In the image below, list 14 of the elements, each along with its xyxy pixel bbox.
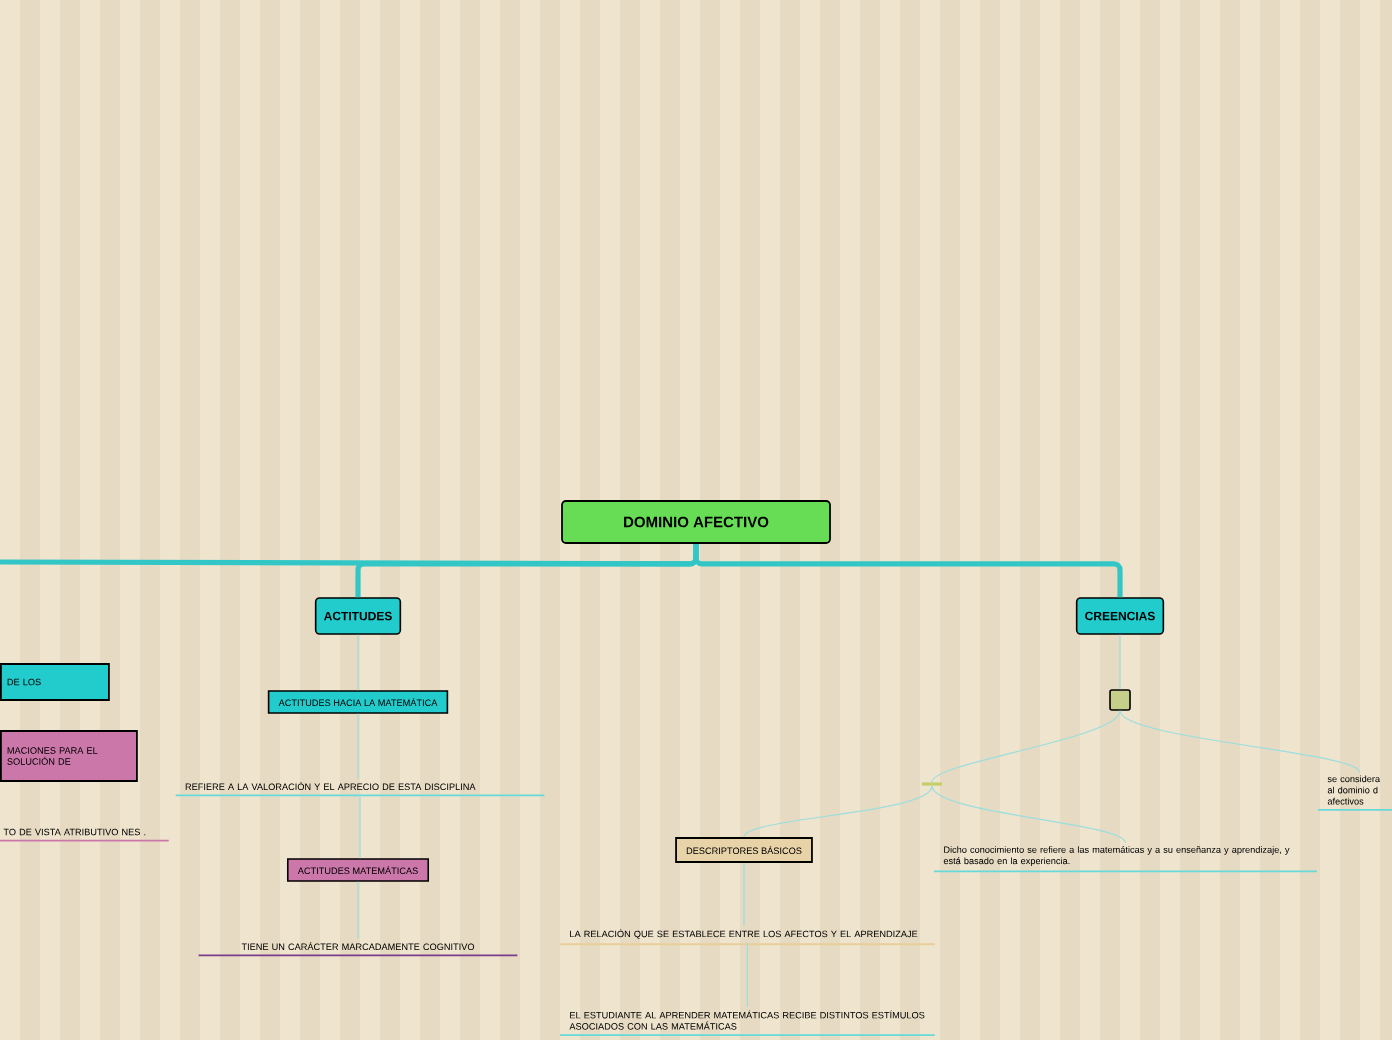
- connector-square: [1109, 689, 1131, 711]
- connector-line: [1119, 710, 1360, 773]
- connector-line: [931, 710, 1121, 783]
- connector-line: [357, 634, 359, 691]
- connector-line: [743, 785, 933, 838]
- connector-line: [743, 862, 745, 927]
- connector-line: [931, 785, 1126, 844]
- connector-line: [0, 543, 699, 567]
- connector-line: [357, 713, 359, 780]
- connector-line: [1119, 634, 1121, 690]
- connector-line: [357, 881, 359, 940]
- connector-bar: [922, 782, 942, 786]
- connector-line: [746, 941, 748, 1008]
- connector-line: [359, 792, 361, 859]
